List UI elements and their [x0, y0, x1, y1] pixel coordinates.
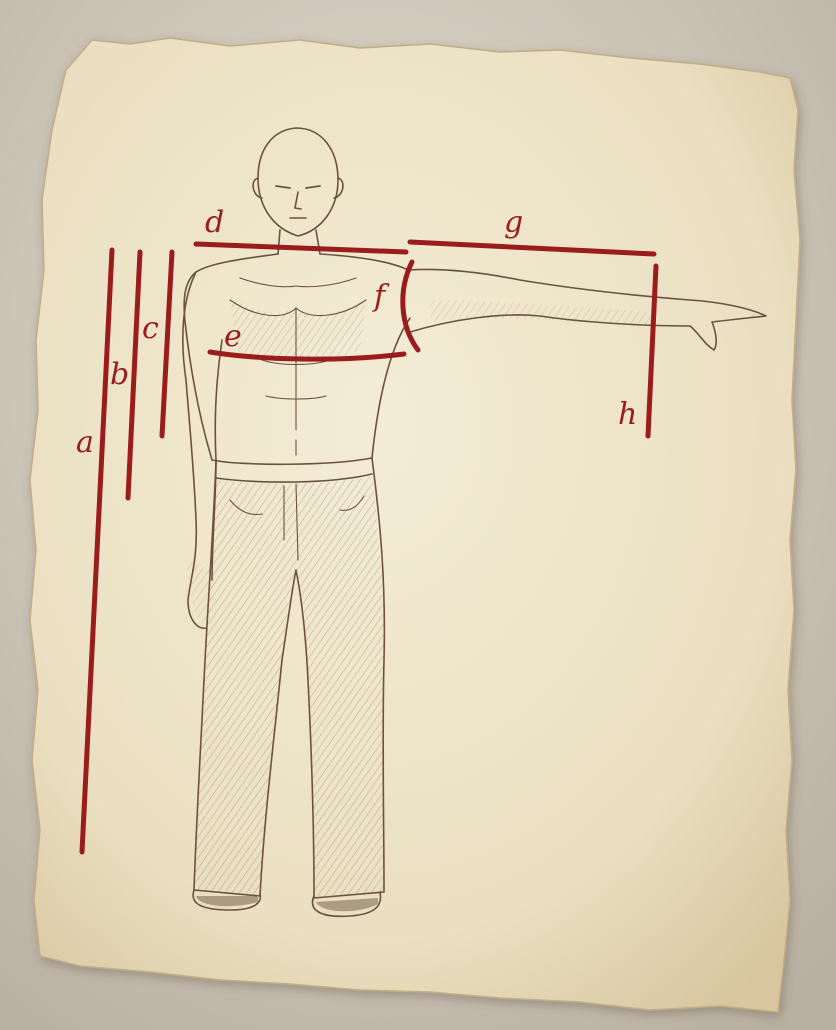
label-c: c	[142, 311, 159, 346]
label-g: g	[504, 205, 523, 240]
paper-sheet	[30, 38, 800, 1012]
label-d: d	[205, 205, 224, 240]
label-h: h	[618, 397, 637, 432]
label-b: b	[110, 357, 129, 392]
label-a: a	[76, 425, 94, 460]
label-e: e	[224, 319, 242, 354]
